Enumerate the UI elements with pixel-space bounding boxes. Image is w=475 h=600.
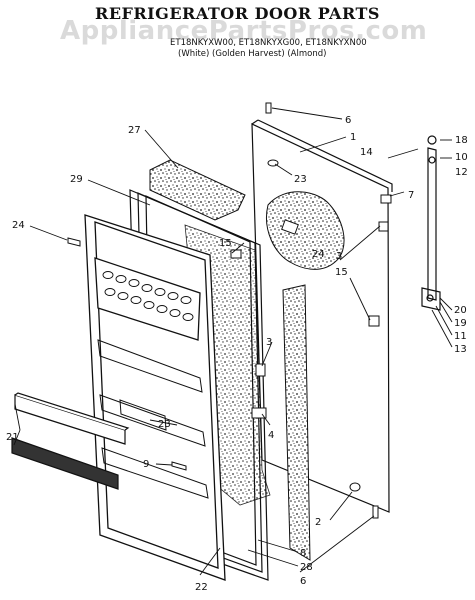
callout-9: 9	[143, 459, 149, 470]
callout-numbers: 6 1 14 23 7 18 10 12 20 19 11 13 3 15 24…	[6, 115, 468, 593]
callout-2: 2	[315, 517, 321, 528]
watermark: AppliancePartsPros.com	[60, 16, 428, 46]
callout-18: 20	[454, 305, 467, 316]
callout-15-left: 15	[219, 238, 232, 249]
label-plate	[281, 219, 299, 235]
callout-4: 4	[268, 430, 274, 441]
callout-8: 8	[300, 548, 306, 559]
callout-22: 24	[12, 220, 25, 231]
door-shelf-bars	[11, 392, 130, 490]
callout-10: 10	[455, 152, 468, 163]
callout-11: 11	[454, 331, 467, 342]
callout-27: 27	[128, 125, 141, 136]
model-numbers: ET18NKYXW00, ET18NKYXG00, ET18NKYXN00	[170, 38, 367, 48]
callout-20: 21	[6, 432, 19, 443]
callout-21: 23	[294, 174, 307, 185]
callout-14: 14	[360, 147, 373, 158]
liner-shelves	[97, 339, 209, 499]
callout-3-mid: 3	[266, 337, 272, 348]
hardware-parts	[67, 102, 392, 519]
foam-strip-top	[149, 159, 246, 221]
callout-6-top: 6	[345, 115, 351, 126]
callout-1: 1	[350, 132, 356, 143]
callout-7: 7	[408, 190, 414, 201]
egg-tray	[102, 271, 194, 321]
callout-19: 22	[195, 582, 208, 593]
outer-door-panel	[251, 119, 393, 513]
hinge-bracket	[421, 135, 441, 311]
diagram-title: REFRIGERATOR DOOR PARTS	[95, 4, 380, 23]
callout-16: 18	[455, 135, 468, 146]
callout-3-right: 3	[336, 251, 342, 262]
insulation-patch	[266, 191, 345, 270]
callout-23: 23	[158, 419, 171, 430]
foam-strip-right	[282, 284, 311, 561]
leader-lines	[13, 107, 453, 576]
callout-12: 12	[455, 167, 468, 178]
callout-13: 13	[454, 344, 467, 355]
callout-17: 19	[454, 318, 467, 329]
callout-24: 24	[312, 249, 325, 260]
callout-28: 28	[300, 562, 313, 573]
model-colors: (White) (Golden Harvest) (Almond)	[178, 49, 327, 59]
callout-29: 29	[70, 174, 83, 185]
callout-6-bottom: 6	[300, 576, 306, 587]
callout-15-right: 15	[335, 267, 348, 278]
